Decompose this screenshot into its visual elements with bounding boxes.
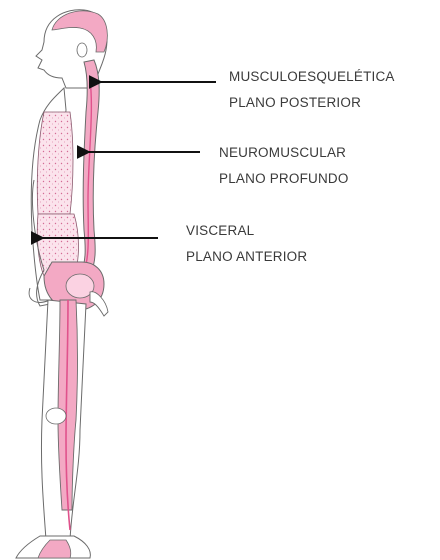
label-neuromuscular: NEUROMUSCULAR PLANO PROFUNDO [219,140,349,192]
foot [16,536,90,558]
label-visceral-plane: PLANO ANTERIOR [186,244,307,270]
label-musculoesqueletica-plane: PLANO POSTERIOR [229,90,395,116]
label-neuromuscular-title: NEUROMUSCULAR [219,140,349,166]
label-musculoesqueletica-title: MUSCULOESQUELÉTICA [229,64,395,90]
spine-band [80,60,99,276]
label-musculoesqueletica: MUSCULOESQUELÉTICA PLANO POSTERIOR [229,64,395,116]
leg [41,300,86,540]
label-neuromuscular-plane: PLANO PROFUNDO [219,166,349,192]
label-visceral-title: VISCERAL [186,218,307,244]
label-visceral: VISCERAL PLANO ANTERIOR [186,218,307,270]
